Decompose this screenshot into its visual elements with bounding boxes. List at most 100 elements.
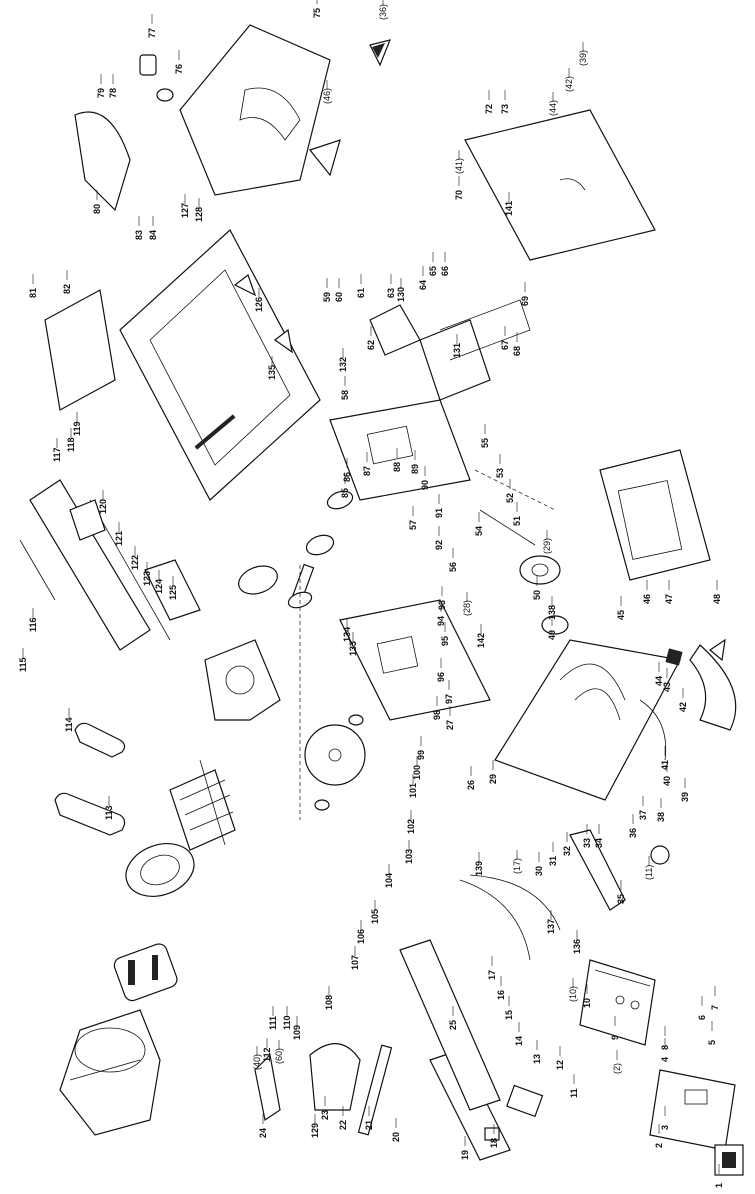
callout-p40: (40) xyxy=(252,1054,262,1070)
callout-c111: 111 xyxy=(268,1016,278,1030)
callout-c88: 88 xyxy=(392,462,402,472)
callout-c96: 96 xyxy=(436,672,446,682)
wedge-36 xyxy=(369,39,391,67)
callout-c70: 70 xyxy=(454,190,464,200)
callout-c60: 60 xyxy=(334,292,344,302)
callout-c45: 45 xyxy=(616,610,626,620)
callout-c48: 48 xyxy=(712,594,722,604)
callout-c40: 40 xyxy=(662,776,672,786)
fence-bracket-119 xyxy=(69,499,106,541)
callout-c5: 5 xyxy=(707,1040,717,1045)
armature xyxy=(169,759,236,851)
callout-c90: 90 xyxy=(420,480,430,490)
cross-rail-25 xyxy=(399,939,501,1111)
callout-c21: 21 xyxy=(364,1120,374,1130)
callout-c25: 25 xyxy=(448,1020,458,1030)
callout-c130: 130 xyxy=(396,287,406,302)
gear-housing xyxy=(204,639,281,721)
callout-c26: 26 xyxy=(466,780,476,790)
callout-c17: 17 xyxy=(487,970,497,980)
switch-1 xyxy=(714,1144,744,1176)
callout-c12: 12 xyxy=(555,1060,565,1070)
callout-c55: 55 xyxy=(480,438,490,448)
callout-c120: 120 xyxy=(98,499,108,514)
callout-c113: 113 xyxy=(104,805,114,820)
callout-p10: (10) xyxy=(568,986,578,1002)
callout-c51: 51 xyxy=(512,516,522,526)
guide-block-47 xyxy=(665,648,683,666)
callout-c128: 128 xyxy=(194,207,204,222)
callout-c136: 136 xyxy=(572,939,582,954)
callout-c86: 86 xyxy=(342,472,352,482)
callout-c58: 58 xyxy=(340,390,350,400)
clamp-bracket xyxy=(484,1084,544,1141)
callout-c89: 89 xyxy=(410,464,420,474)
callout-c81: 81 xyxy=(28,288,38,298)
slide-frame-58 xyxy=(329,399,471,501)
callout-c124: 124 xyxy=(154,579,164,594)
callout-c8: 8 xyxy=(660,1045,670,1050)
callout-c37: 37 xyxy=(638,810,648,820)
callout-c94: 94 xyxy=(436,616,446,626)
callout-c3: 3 xyxy=(660,1125,670,1130)
callout-c41: 41 xyxy=(660,760,670,770)
knob-handle-24 xyxy=(254,1053,281,1121)
callout-c9: 9 xyxy=(610,1035,620,1040)
callout-c116: 116 xyxy=(28,617,38,632)
callout-c38: 38 xyxy=(656,812,666,822)
callout-c32: 32 xyxy=(562,846,572,856)
callout-c29: 29 xyxy=(488,774,498,784)
callout-c7: 7 xyxy=(710,1005,720,1010)
callout-c1: 1 xyxy=(714,1183,724,1188)
callout-c23: 23 xyxy=(320,1110,330,1120)
upper-guard-75 xyxy=(179,24,331,196)
bevel-scale-48 xyxy=(689,638,737,731)
callout-p46: (46) xyxy=(322,88,332,104)
callout-c2: 2 xyxy=(654,1143,664,1148)
callout-c121: 121 xyxy=(114,531,124,546)
callout-c69: 69 xyxy=(520,296,530,306)
power-cord xyxy=(459,874,561,961)
callout-c61: 61 xyxy=(356,288,366,298)
callout-c139: 139 xyxy=(474,861,484,876)
callout-c82: 82 xyxy=(62,284,72,294)
callout-p29: (29) xyxy=(542,538,552,554)
switch-plate xyxy=(649,1069,736,1151)
callout-c109: 109 xyxy=(292,1025,302,1040)
callout-c141: 141 xyxy=(504,201,514,216)
callout-c13: 13 xyxy=(532,1054,542,1064)
callout-c72: 72 xyxy=(484,104,494,114)
callout-c83: 83 xyxy=(134,230,144,240)
callout-c64: 64 xyxy=(418,280,428,290)
callout-c91: 91 xyxy=(434,508,444,518)
callout-c14: 14 xyxy=(514,1036,524,1046)
extension-72 xyxy=(464,109,656,261)
callout-c138: 138 xyxy=(547,605,557,620)
callout-c78: 78 xyxy=(108,88,118,98)
callout-c56: 56 xyxy=(448,562,458,572)
callout-c53: 53 xyxy=(495,468,505,478)
callout-c73: 73 xyxy=(500,104,510,114)
callout-c119: 119 xyxy=(72,421,82,436)
callout-labels: 1234567891011121314151617181920212223242… xyxy=(18,0,724,1188)
callout-c15: 15 xyxy=(504,1010,514,1020)
callout-c36: 36 xyxy=(628,828,638,838)
riving-knife-129 xyxy=(74,111,131,212)
handle-113 xyxy=(54,792,126,836)
callout-c122: 122 xyxy=(130,555,140,570)
callout-c117: 117 xyxy=(52,447,62,462)
callout-c54: 54 xyxy=(474,526,484,536)
bracket-61 xyxy=(369,304,421,356)
callout-c75: 75 xyxy=(312,8,322,18)
callout-c4: 4 xyxy=(660,1057,670,1062)
callout-c103: 103 xyxy=(404,849,414,864)
callout-c107: 107 xyxy=(350,955,360,970)
callout-c30: 30 xyxy=(534,866,544,876)
callout-c33: 33 xyxy=(582,838,592,848)
callout-c18: 18 xyxy=(489,1138,499,1148)
callout-c99: 99 xyxy=(416,750,426,760)
wedge-46 xyxy=(308,139,341,177)
callout-c43: 43 xyxy=(662,682,672,692)
callout-c97: 97 xyxy=(444,694,454,704)
